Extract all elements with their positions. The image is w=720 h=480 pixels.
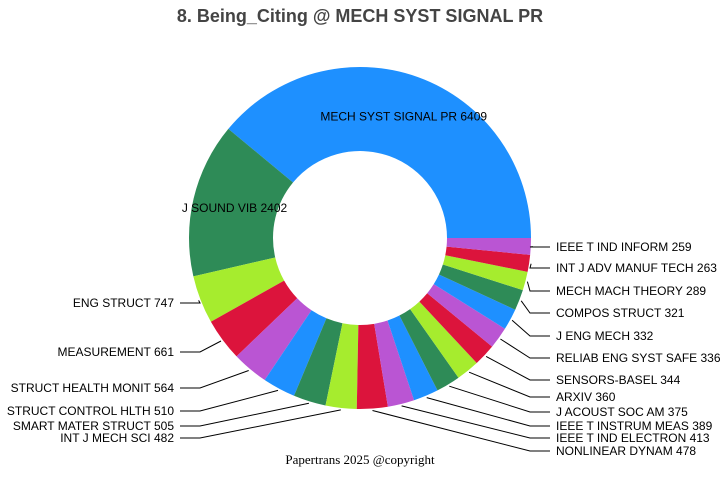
- slice-label-mech-mach-theory: MECH MACH THEORY 289: [556, 284, 706, 298]
- slice-label-struct-control-hlth: STRUCT CONTROL HLTH 510: [7, 404, 174, 418]
- leader-line-compos-struct: [520, 300, 550, 314]
- pie-wedge-mech-syst-signal-pr: [228, 66, 531, 238]
- leader-line-arxiv: [468, 371, 550, 398]
- pie-wedge-int-j-adv-manuf-tech: [445, 246, 531, 272]
- slice-label-ieee-t-ind-electron: IEEE T IND ELECTRON 413: [556, 431, 710, 445]
- chart-title: 8. Being_Citing @ MECH SYST SIGNAL PR: [176, 6, 544, 26]
- pie-wedge-j-sound-vib: [188, 128, 294, 277]
- leader-line-eng-struct: [180, 300, 201, 304]
- leader-line-int-j-adv-manuf-tech: [529, 263, 550, 269]
- leader-line-ieee-t-ind-electron: [401, 405, 550, 439]
- slice-label-eng-struct: ENG STRUCT 747: [73, 296, 174, 310]
- pie-wedge-ieee-t-ind-inform: [446, 238, 531, 255]
- pie-wedge-arxiv: [410, 301, 477, 378]
- pie-wedge-ieee-t-ind-electron: [374, 320, 415, 407]
- pie-wedge-struct-control-hlth: [264, 310, 327, 396]
- pie-wedge-j-eng-mech: [433, 274, 516, 329]
- pie-wedge-int-j-mech-sci: [325, 323, 359, 409]
- slice-label-ieee-t-ind-inform: IEEE T IND INFORM 259: [556, 240, 692, 254]
- pie-wedge-smart-mater-struct: [294, 318, 343, 406]
- leader-line-struct-control-hlth: [180, 389, 279, 412]
- slice-label-int-j-mech-sci: INT J MECH SCI 482: [60, 431, 174, 445]
- slice-label-arxiv: ARXIV 360: [556, 390, 616, 404]
- leader-line-int-j-mech-sci: [180, 409, 341, 439]
- leader-line-sensors-basel: [485, 355, 550, 381]
- leader-line-smart-mater-struct: [180, 402, 310, 427]
- slice-label-nonlinear-dynam: NONLINEAR DYNAM 478: [556, 444, 696, 458]
- slice-label-smart-mater-struct: SMART MATER STRUCT 505: [13, 419, 174, 433]
- slice-label-compos-struct: COMPOS STRUCT 321: [556, 306, 685, 320]
- pie-wedge-mech-mach-theory: [442, 255, 528, 291]
- leader-line-nonlinear-dynam: [372, 410, 550, 452]
- slice-label-j-eng-mech: J ENG MECH 332: [556, 329, 654, 343]
- leader-line-reliab-eng-syst-safe: [500, 338, 550, 359]
- pie-wedge-compos-struct: [438, 264, 523, 310]
- slice-label-j-sound-vib: J SOUND VIB 2402: [182, 201, 288, 215]
- leader-line-j-acoust-soc-am: [449, 385, 550, 413]
- slice-label-measurement: MEASUREMENT 661: [58, 345, 175, 359]
- pie-wedge-reliab-eng-syst-safe: [427, 284, 505, 347]
- pie-wedge-j-acoust-soc-am: [399, 309, 459, 391]
- copyright-footer: Papertrans 2025 @copyright: [285, 452, 435, 467]
- pie-wedge-ieee-t-instrum-meas: [387, 315, 438, 401]
- pie-wedge-eng-struct: [193, 257, 285, 322]
- leader-line-measurement: [180, 340, 222, 353]
- pie-wedge-nonlinear-dynam: [356, 323, 388, 410]
- leader-line-mech-mach-theory: [526, 281, 550, 292]
- slice-label-sensors-basel: SENSORS-BASEL 344: [556, 373, 681, 387]
- slice-label-j-acoust-soc-am: J ACOUST SOC AM 375: [556, 405, 688, 419]
- slice-label-mech-syst-signal-pr: MECH SYST SIGNAL PR 6409: [320, 110, 487, 124]
- pie-wedge-struct-health-monit: [236, 298, 312, 380]
- slice-label-int-j-adv-manuf-tech: INT J ADV MANUF TECH 263: [556, 261, 717, 275]
- leader-line-j-eng-mech: [511, 319, 550, 337]
- pie-wedge-measurement: [210, 280, 298, 357]
- leader-line-ieee-t-instrum-meas: [426, 397, 550, 427]
- slice-label-ieee-t-instrum-meas: IEEE T INSTRUM MEAS 389: [556, 419, 713, 433]
- slice-label-struct-health-monit: STRUCT HEALTH MONIT 564: [11, 381, 175, 395]
- pie-wedge-sensors-basel: [419, 293, 493, 363]
- leader-line-struct-health-monit: [180, 370, 249, 389]
- slice-label-reliab-eng-syst-safe: RELIAB ENG SYST SAFE 336: [556, 351, 720, 365]
